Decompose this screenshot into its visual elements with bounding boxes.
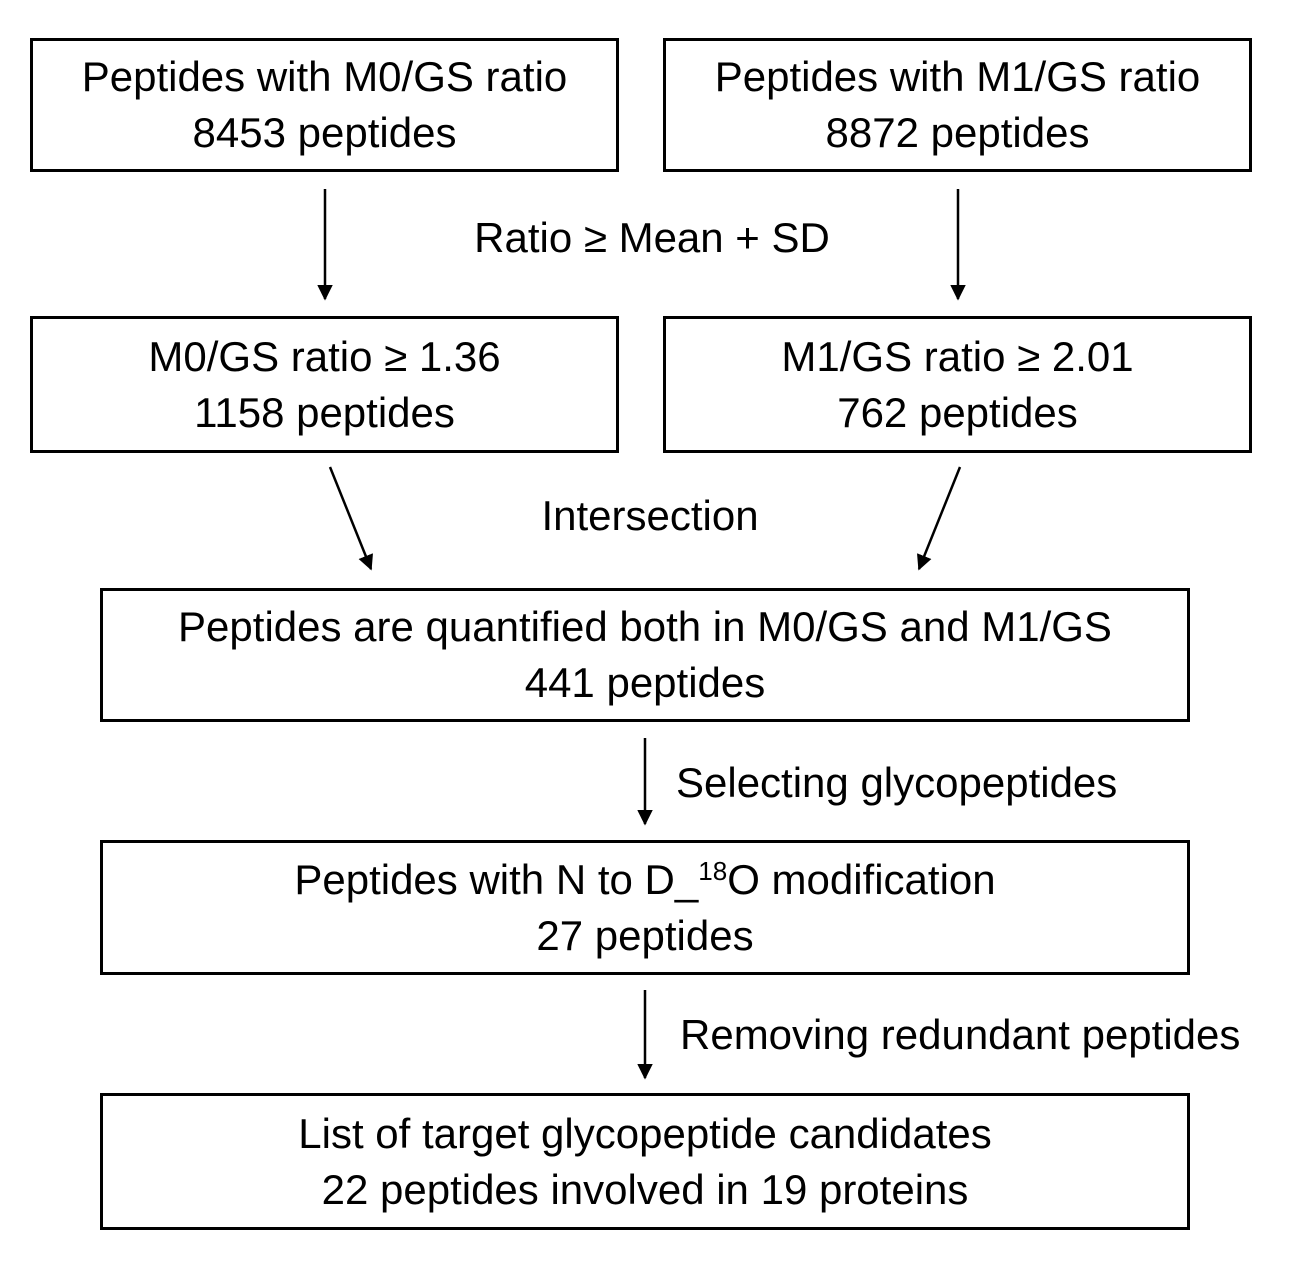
arrow-m1-to-intersection — [917, 466, 962, 571]
arrow-label-ratio-threshold: Ratio ≥ Mean + SD — [474, 214, 830, 261]
arrow-m0-to-intersection — [328, 466, 373, 571]
box-final-candidates: List of target glycopeptide candidates 2… — [100, 1093, 1190, 1230]
box-final-candidates-title: List of target glycopeptide candidates — [298, 1109, 992, 1157]
modification-text-prefix: Peptides with N to D_ — [294, 855, 699, 903]
modification-text-suffix: O modification — [727, 855, 996, 903]
box-n-to-d-modification: Peptides with N to D_18O modification 27… — [100, 840, 1190, 975]
modification-superscript-18: 18 — [698, 856, 728, 887]
box-m0-gs-filtered-count: 1158 peptides — [194, 388, 455, 436]
box-m1-gs-filtered: M1/GS ratio ≥ 2.01 762 peptides — [663, 316, 1252, 453]
box-m0-gs-filtered: M0/GS ratio ≥ 1.36 1158 peptides — [30, 316, 619, 453]
box-m0-gs-input: Peptides with M0/GS ratio 8453 peptides — [30, 38, 619, 172]
box-m1-gs-input-title: Peptides with M1/GS ratio — [714, 53, 1201, 101]
arrow-label-intersection: Intersection — [541, 492, 759, 539]
box-m0-gs-filtered-title: M0/GS ratio ≥ 1.36 — [148, 332, 501, 380]
arrow-label-removing-redundant: Removing redundant peptides — [680, 1011, 1241, 1058]
box-n-to-d-modification-count: 27 peptides — [536, 911, 754, 959]
box-both-quantified-count: 441 peptides — [524, 659, 766, 706]
box-n-to-d-modification-title: Peptides with N to D_18O modification — [294, 852, 995, 908]
arrow-label-selecting-glycopeptides: Selecting glycopeptides — [676, 759, 1118, 806]
box-m1-gs-filtered-count: 762 peptides — [837, 388, 1078, 436]
box-m1-gs-input: Peptides with M1/GS ratio 8872 peptides — [663, 38, 1252, 172]
box-m1-gs-input-count: 8872 peptides — [825, 109, 1090, 156]
box-both-quantified: Peptides are quantified both in M0/GS an… — [100, 588, 1190, 722]
box-m0-gs-input-count: 8453 peptides — [192, 109, 457, 156]
box-m0-gs-input-title: Peptides with M0/GS ratio — [81, 53, 568, 101]
box-final-candidates-count: 22 peptides involved in 19 proteins — [321, 1165, 969, 1213]
box-both-quantified-title: Peptides are quantified both in M0/GS an… — [178, 603, 1112, 651]
box-m1-gs-filtered-title: M1/GS ratio ≥ 2.01 — [781, 332, 1134, 380]
